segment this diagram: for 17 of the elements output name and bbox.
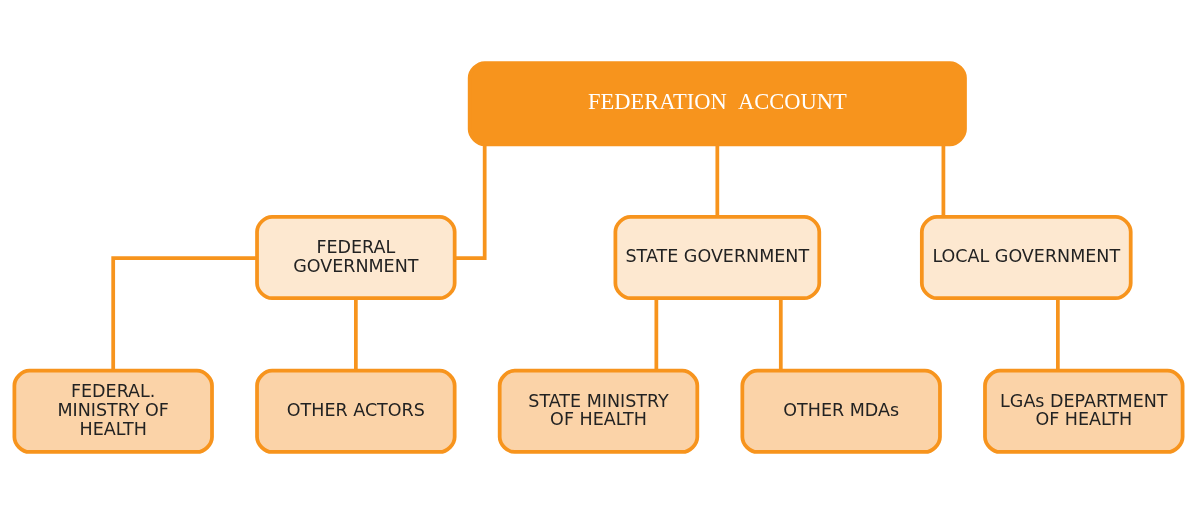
connector [715,144,720,216]
node-box: LOCAL GOVERNMENT [919,214,1133,300]
connector [454,144,487,260]
node-box: FEDERAL GOVERNMENT [255,214,457,300]
node-box: FEDERAL. MINISTRY OF HEALTH [12,368,214,454]
connector [353,297,358,370]
node-box: LGAs DEPARTMENT OF HEALTH [983,368,1185,454]
node-box: STATE MINISTRY OF HEALTH [497,368,700,454]
node-box: FEDERATION ACCOUNT [467,60,967,146]
node-box: STATE GOVERNMENT [613,214,822,300]
node-box: OTHER ACTORS [255,368,457,454]
connector [941,144,946,216]
connector [1055,297,1060,370]
connector [111,255,257,371]
connector [654,297,659,370]
connector [778,297,783,370]
node-box: OTHER MDAs [740,368,942,454]
